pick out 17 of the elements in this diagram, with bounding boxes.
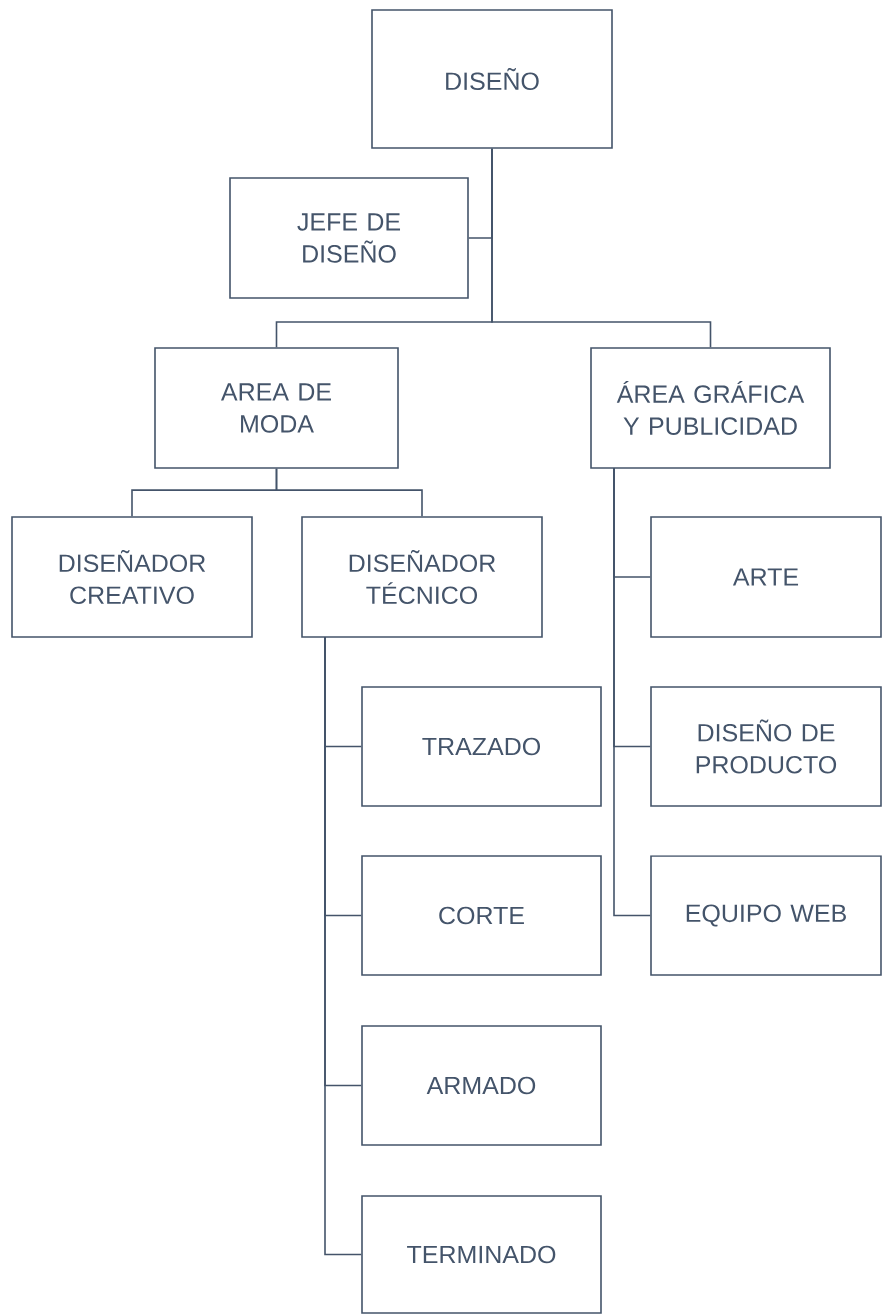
connector-line	[491, 148, 712, 348]
org-box: DISEÑO	[371, 9, 613, 149]
org-box: ÁREA GRÁFICA Y PUBLICIDAD	[590, 347, 831, 469]
org-box: TRAZADO	[361, 686, 602, 807]
org-box: DISEÑO DE PRODUCTO	[650, 686, 882, 807]
org-box: JEFE DE DISEÑO	[229, 177, 469, 299]
org-box: ARTE	[650, 516, 882, 638]
connector-line	[324, 636, 362, 1256]
org-box: AREA DE MODA	[154, 347, 399, 469]
org-box: DISEÑADOR TÉCNICO	[301, 516, 543, 638]
org-box: DISEÑADOR CREATIVO	[11, 516, 253, 638]
org-box: EQUIPO WEB	[650, 855, 882, 976]
org-box: TERMINADO	[361, 1195, 602, 1314]
connector-line	[613, 467, 651, 917]
org-box: ARMADO	[361, 1025, 602, 1146]
connector-line	[275, 468, 423, 517]
org-box: CORTE	[361, 855, 602, 976]
